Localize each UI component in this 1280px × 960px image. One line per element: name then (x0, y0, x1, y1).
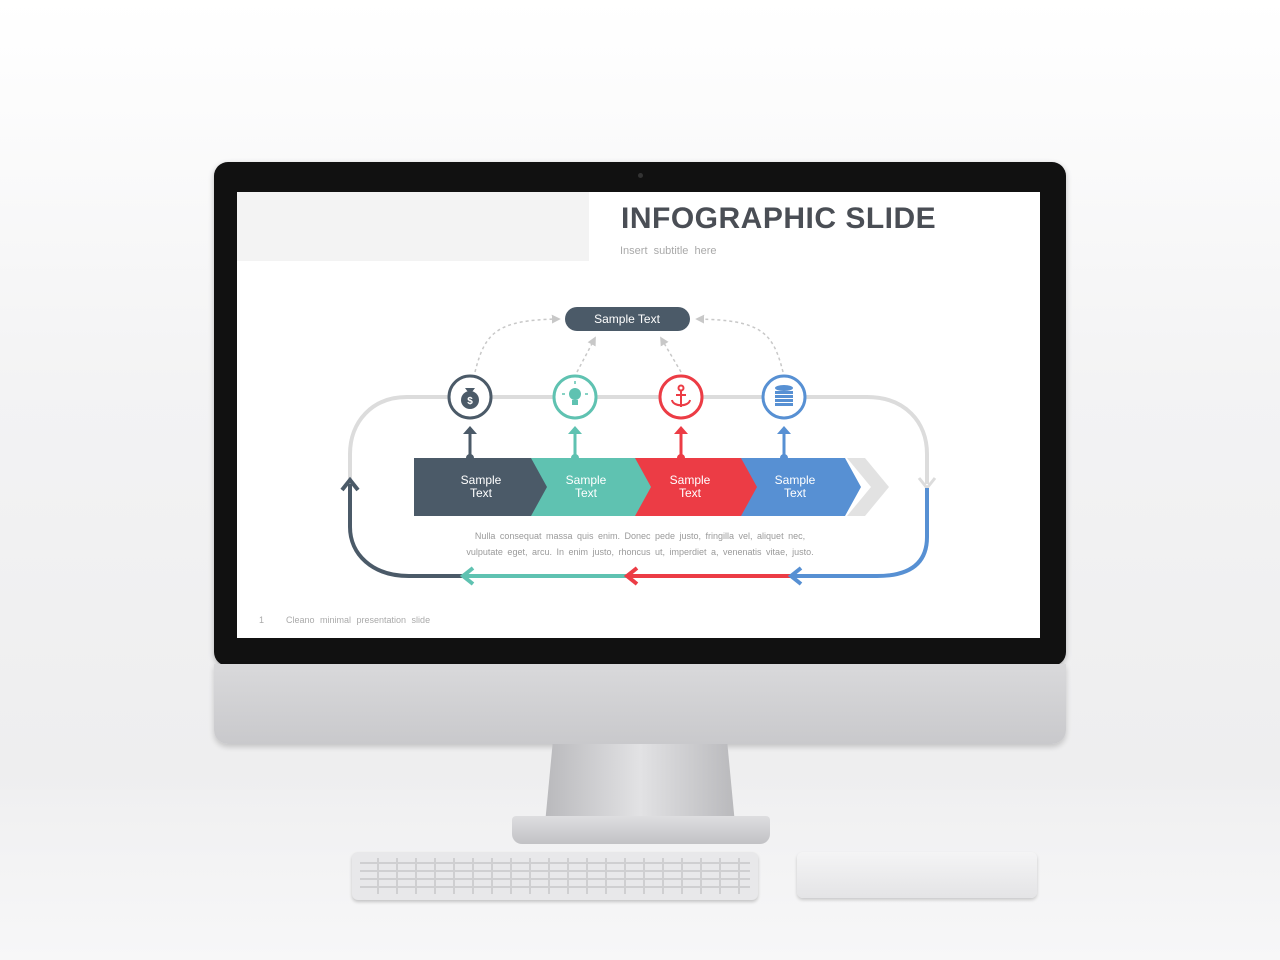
chevron-step-3-label-line1: Sample (670, 473, 711, 487)
keyboard (352, 852, 758, 900)
money-bag-icon: $ (461, 388, 479, 409)
slide-screen: INFOGRAPHIC SLIDE Insert subtitle here S… (237, 192, 1040, 638)
loop-left-upper-line (348, 395, 408, 482)
top-label-text: Sample Text (594, 312, 660, 326)
return-arrowhead-red (623, 566, 639, 586)
step-3 (658, 374, 704, 462)
anchor-icon (671, 384, 691, 407)
webcam (638, 173, 643, 178)
monitor-chin (214, 664, 1066, 744)
return-arrowhead-blue (787, 566, 803, 586)
dotted-arrow-4 (695, 314, 784, 373)
dotted-arrow-2 (576, 336, 596, 373)
chevron-step-1 (414, 458, 547, 516)
chevron-step-4-label-line2: Text (784, 486, 807, 500)
chevron-step-3 (625, 458, 757, 516)
loop-top-line (407, 395, 929, 484)
coins-stack-icon (775, 385, 793, 406)
slide-subtitle: Insert subtitle here (620, 245, 717, 257)
chevron-step-2-label-line1: Sample (566, 473, 607, 487)
chevron-step-3-label-line2: Text (679, 486, 702, 500)
step-2 (552, 374, 598, 462)
trackpad (797, 852, 1037, 898)
dotted-arrow-3 (660, 336, 682, 373)
infographic-diagram: Sample Text $ (340, 307, 937, 586)
chevron-step-2 (519, 458, 651, 516)
chevron-step-2-label-line2: Text (575, 486, 598, 500)
chevron-step-1-label-line2: Text (470, 486, 493, 500)
header-placeholder-block (237, 192, 589, 261)
step-1: $ (447, 374, 493, 462)
dotted-arrow-1 (474, 314, 561, 373)
body-paragraph: Nulla consequat massa quis enim. Donec p… (466, 531, 814, 557)
top-label-pill (565, 307, 690, 331)
chevron-step-1-label-line1: Sample (461, 473, 502, 487)
slide-title: INFOGRAPHIC SLIDE (621, 202, 937, 235)
step-4 (761, 374, 807, 462)
footer-text: Cleano minimal presentation slide (286, 615, 431, 625)
chevron-step-4 (729, 458, 861, 516)
monitor-stand (545, 744, 735, 824)
monitor-stand-base (512, 816, 770, 844)
chevron-step-4-label-line1: Sample (775, 473, 816, 487)
loop-return-dark (348, 484, 465, 578)
svg-text:$: $ (467, 396, 473, 407)
return-arrowhead-dark (340, 476, 360, 492)
loop-return-blue (793, 488, 929, 578)
chevron-trailing-gray (847, 458, 889, 516)
lightbulb-icon (562, 381, 588, 405)
footer-page-number: 1 (259, 615, 265, 625)
return-arrowhead-teal (459, 566, 475, 586)
